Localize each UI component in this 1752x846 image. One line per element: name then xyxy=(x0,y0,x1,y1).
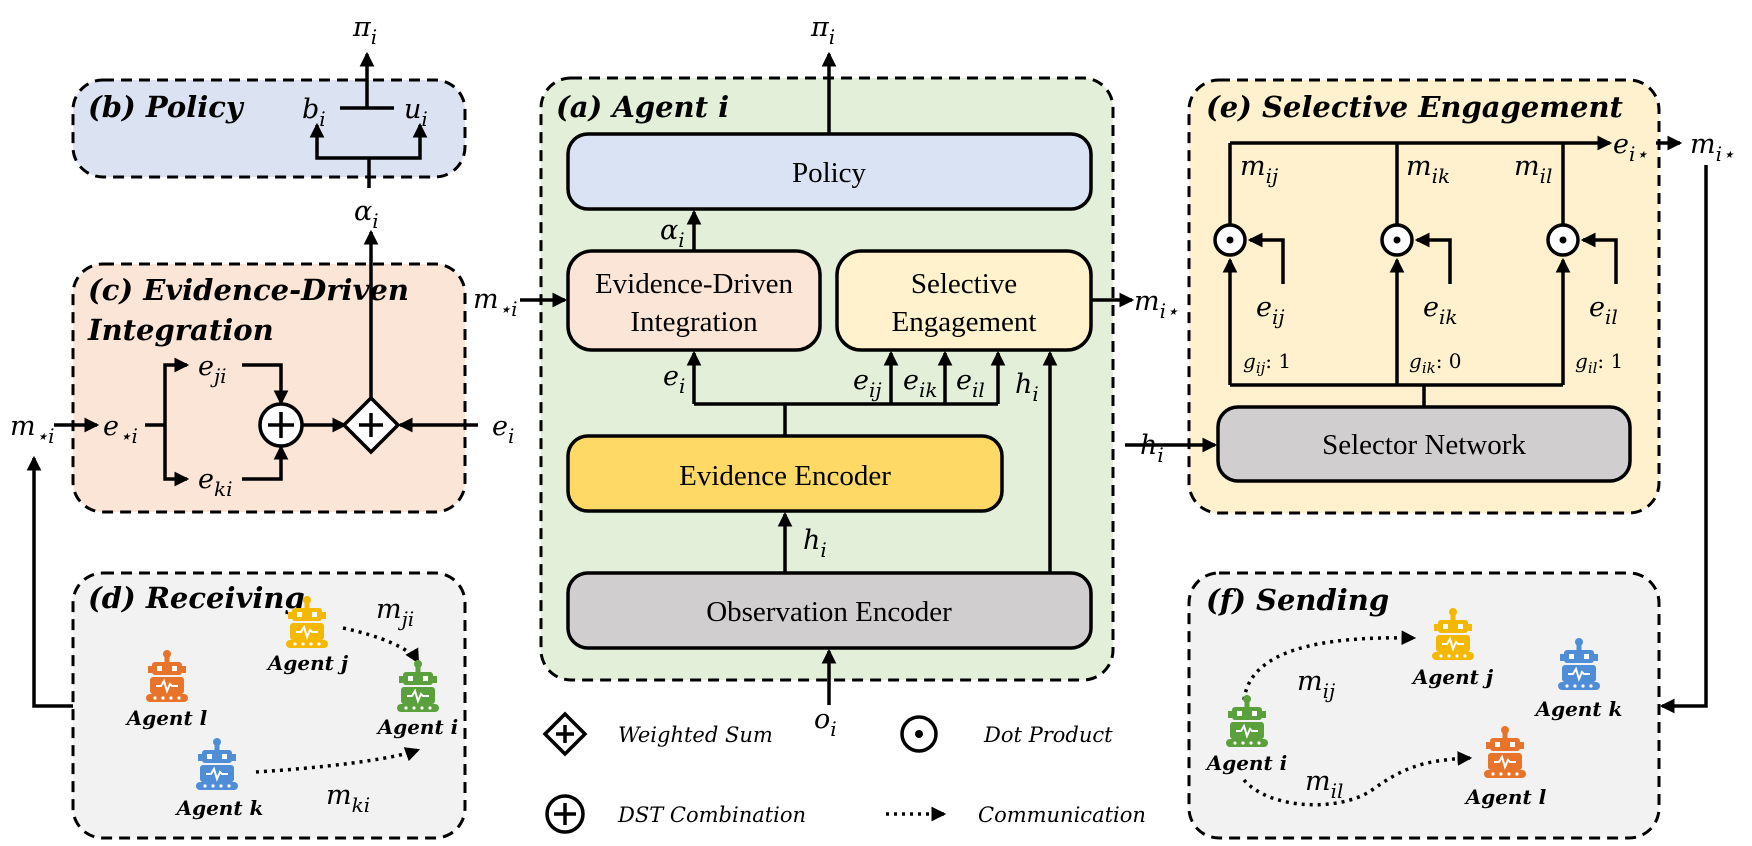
agent-panel xyxy=(539,76,1115,682)
hi-selector-label: hi xyxy=(1140,430,1164,467)
mij-sel-label: mij xyxy=(1240,151,1278,188)
mil-sel-label: mil xyxy=(1514,151,1552,188)
e-star-i-label: e⋆i xyxy=(103,411,138,448)
alpha-i-agent-label: αi xyxy=(660,215,685,252)
eij-to-dot-arrow xyxy=(1247,232,1285,284)
oi-label: oi xyxy=(814,704,837,741)
eij-agent-label: eij xyxy=(853,365,882,402)
eji-label: eji xyxy=(198,351,227,388)
sending-panel-title: (f) Sending xyxy=(1206,583,1389,617)
eil-to-dot-arrow xyxy=(1580,232,1618,284)
eik-agent-label: eik xyxy=(903,365,938,402)
selective-engagement-panel xyxy=(1187,78,1661,515)
eki-to-dst xyxy=(242,444,289,481)
agent-l-receiving-label: Agent l xyxy=(125,706,208,730)
selective-box-label-line2: Engagement xyxy=(892,306,1037,338)
eki-branch xyxy=(163,425,190,487)
eki-label: eki xyxy=(198,464,233,501)
eij-sel-label: eij xyxy=(1256,292,1285,329)
eik-to-dot-arrow xyxy=(1414,232,1452,284)
hi-agent-label: hi xyxy=(803,525,827,562)
evidence-panel-title-line2: Integration xyxy=(87,313,274,347)
eil-agent-label: eil xyxy=(956,365,985,402)
dot-product-node-il-center xyxy=(1559,236,1567,244)
selective-panel-title: (e) Selective Engagement xyxy=(1206,90,1624,124)
ei-agent-label: ei xyxy=(663,361,685,398)
mil-send-label: mil xyxy=(1305,766,1343,803)
agent-l-sending-label: Agent l xyxy=(1464,785,1547,809)
gate-ij-label: gij: 1 xyxy=(1243,349,1291,377)
communication-legend-label: Communication xyxy=(978,803,1146,827)
policy-fork xyxy=(309,122,428,160)
mji-label: mji xyxy=(376,594,414,631)
eik-sel-label: eik xyxy=(1423,292,1458,329)
agent-j-sending-label: Agent j xyxy=(1411,665,1494,689)
eji-branch xyxy=(163,357,190,425)
e-i-star-label: ei⋆ xyxy=(1613,129,1648,166)
m-i-star-agent-label: mi⋆ xyxy=(1134,286,1179,323)
mik-sel-label: mik xyxy=(1406,151,1450,188)
alpha-i-label: αi xyxy=(354,196,379,233)
agent-i-sending-label: Agent i xyxy=(1205,751,1288,775)
sending-feed-arrow xyxy=(1659,165,1708,714)
gate-il-label: gil: 1 xyxy=(1575,349,1623,377)
mil-send-arrow xyxy=(1242,751,1473,807)
evidence-panel-title-line1: (c) Evidence-Driven xyxy=(88,273,409,307)
selective-box-label-line1: Selective xyxy=(911,268,1017,300)
m-star-i-receive-label: m⋆i xyxy=(10,411,55,448)
gate-ik-label: gik: 0 xyxy=(1409,349,1462,377)
dot-product-legend-center xyxy=(915,730,923,738)
weighted-sum-legend-label: Weighted Sum xyxy=(618,723,773,747)
dot-product-legend-label: Dot Product xyxy=(983,723,1113,747)
dot-product-node-ij-center xyxy=(1226,236,1234,244)
mki-label: mki xyxy=(326,780,370,817)
sending-panel xyxy=(1187,571,1661,840)
receiving-feedback-arrow xyxy=(26,455,73,708)
mij-send-arrow xyxy=(1242,630,1417,701)
selector-network-label: Selector Network xyxy=(1322,429,1526,461)
policy-panel-title: (b) Policy xyxy=(88,90,245,124)
receiving-panel-title: (d) Receiving xyxy=(88,581,305,615)
mji-comm-arrow xyxy=(342,626,420,664)
agent-j-receiving-label: Agent j xyxy=(266,651,349,675)
policy-box-label: Policy xyxy=(792,157,867,189)
ui-label: ui xyxy=(404,94,428,131)
pi-i-top-label: πi xyxy=(810,12,835,49)
observation-encoder-box xyxy=(566,571,1093,650)
agent-panel-title: (a) Agent i xyxy=(556,90,729,124)
mij-send-label: mij xyxy=(1297,666,1335,703)
agent-k-sending-label: Agent k xyxy=(1534,697,1623,721)
pi-i-policy-label: πi xyxy=(352,12,377,49)
evidence-box-label-line1: Evidence-Driven xyxy=(595,268,794,300)
ei-evidence-label: ei xyxy=(492,411,514,448)
bi-label: bi xyxy=(302,94,326,131)
dot-product-node-ik-center xyxy=(1393,236,1401,244)
evidence-box-label-line2: Integration xyxy=(630,306,758,338)
agent-i-receiving-label: Agent i xyxy=(376,715,459,739)
m-star-i-agent-label: m⋆i xyxy=(473,284,518,321)
observation-encoder-label: Observation Encoder xyxy=(706,596,952,628)
m-i-star-sel-label: mi⋆ xyxy=(1690,129,1735,166)
dst-combination-legend-label: DST Combination xyxy=(617,803,806,827)
eji-to-dst xyxy=(242,363,289,406)
eil-sel-label: eil xyxy=(1589,292,1618,329)
receiving-panel xyxy=(71,571,467,840)
evidence-encoder-label: Evidence Encoder xyxy=(679,460,891,492)
agent-k-receiving-label: Agent k xyxy=(175,796,264,820)
hi-agent-side-label: hi xyxy=(1015,369,1039,406)
